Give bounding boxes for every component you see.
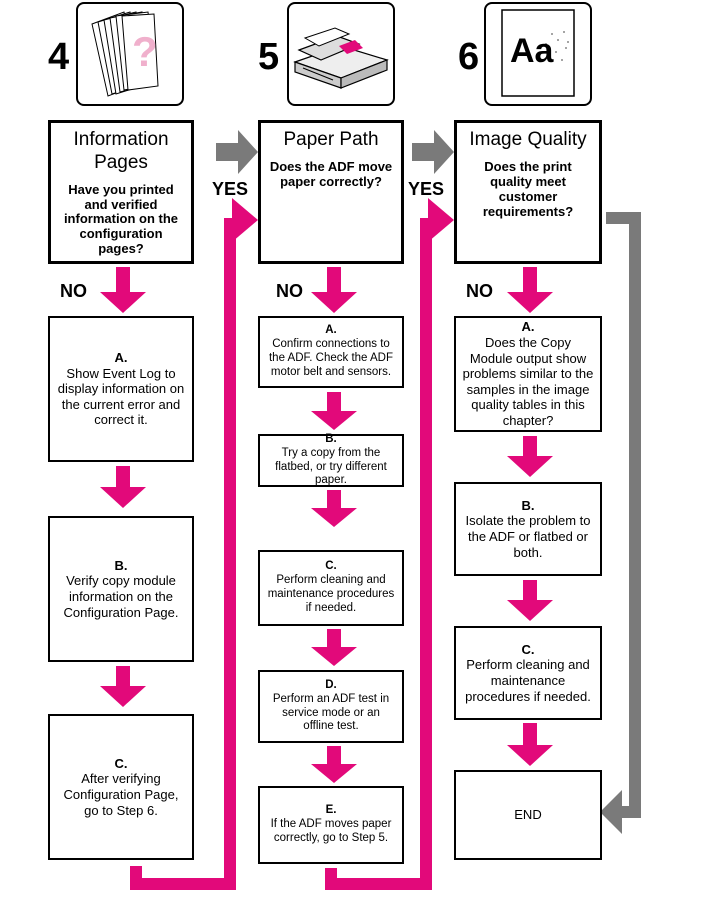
down-arrow-4bc bbox=[100, 666, 146, 707]
box-text: Isolate the problem to the ADF or flatbe… bbox=[465, 513, 591, 560]
step-number: 6 bbox=[458, 36, 480, 78]
down-arrow-5cd bbox=[311, 629, 357, 666]
box-label: C. bbox=[521, 641, 535, 657]
print-quality-sample-icon: Aa bbox=[484, 2, 592, 106]
step6-question-box: Image Quality Does the print quality mee… bbox=[454, 120, 602, 264]
box-label: C. bbox=[114, 755, 128, 771]
end-label: END bbox=[514, 807, 542, 823]
box-label: B. bbox=[114, 557, 128, 573]
step-title: Information Pages bbox=[73, 129, 169, 173]
step5-box-e: E. If the ADF moves paper correctly, go … bbox=[258, 786, 404, 864]
end-arrowhead bbox=[600, 790, 622, 834]
box-label: D. bbox=[325, 678, 337, 691]
step-question: Have you printed and verified informatio… bbox=[63, 181, 179, 257]
yes-path-step4-to-step5 bbox=[130, 218, 236, 890]
step-question: Does the ADF move paper correctly? bbox=[269, 158, 393, 189]
down-arrow-5ab bbox=[311, 392, 357, 430]
box-text: Try a copy from the flatbed, or try diff… bbox=[275, 446, 387, 487]
box-text: If the ADF moves paper correctly, go to … bbox=[270, 818, 392, 844]
step-number: 5 bbox=[258, 36, 280, 78]
next-step-arrow-6 bbox=[412, 130, 454, 174]
step-title: Image Quality bbox=[469, 129, 587, 150]
yes-path-step6-to-end bbox=[606, 212, 641, 818]
step-number: 4 bbox=[48, 36, 70, 78]
box-label: A. bbox=[521, 319, 535, 335]
yes-arrowhead-step6 bbox=[428, 198, 454, 242]
down-arrow-6bc bbox=[507, 580, 553, 621]
down-arrow-6ab bbox=[507, 436, 553, 477]
step6-box-b: B. Isolate the problem to the ADF or fla… bbox=[454, 482, 602, 576]
box-text: Verify copy module information on the Co… bbox=[63, 573, 179, 620]
step-question: Does the print quality meet customer req… bbox=[482, 158, 574, 219]
step4-box-b: B. Verify copy module information on the… bbox=[48, 516, 194, 662]
no-label: NO bbox=[466, 281, 493, 301]
step5-box-b: B. Try a copy from the flatbed, or try d… bbox=[258, 432, 404, 487]
down-arrow-5de bbox=[311, 746, 357, 783]
box-label: A. bbox=[325, 324, 337, 337]
stacked-pages-question-icon: ? bbox=[76, 2, 184, 106]
box-text: After verifying Configuration Page, go t… bbox=[63, 771, 179, 818]
box-label: B. bbox=[521, 497, 535, 513]
down-arrow-6c-end bbox=[507, 723, 553, 766]
step4-question-box: Information Pages Have you printed and v… bbox=[48, 120, 194, 264]
no-arrow-step4 bbox=[100, 267, 146, 313]
box-label: E. bbox=[325, 804, 337, 817]
step-title: Paper Path bbox=[283, 129, 379, 150]
no-label: NO bbox=[60, 281, 87, 301]
down-arrow-5bc bbox=[311, 490, 357, 527]
svg-text:?: ? bbox=[132, 28, 158, 75]
box-label: B. bbox=[325, 432, 337, 445]
next-step-arrow-5 bbox=[216, 130, 258, 174]
box-label: A. bbox=[114, 350, 128, 366]
yes-path-step5-to-step6 bbox=[325, 218, 432, 890]
step5-question-box: Paper Path Does the ADF move paper corre… bbox=[258, 120, 404, 264]
no-label: NO bbox=[276, 281, 303, 301]
step5-box-d: D. Perform an ADF test in service mode o… bbox=[258, 670, 404, 743]
box-text: Perform cleaning and maintenance procedu… bbox=[465, 657, 591, 704]
down-arrow-4ab bbox=[100, 466, 146, 508]
step6-box-c: C. Perform cleaning and maintenance proc… bbox=[454, 626, 602, 720]
box-text: Confirm connections to the ADF. Check th… bbox=[268, 338, 393, 378]
step4-box-a: A. Show Event Log to display information… bbox=[48, 316, 194, 462]
step5-box-a: A. Confirm connections to the ADF. Check… bbox=[258, 316, 404, 388]
yes-label: YES bbox=[212, 179, 249, 199]
yes-label: YES bbox=[408, 179, 445, 199]
box-text: Does the Copy Module output show problem… bbox=[462, 335, 594, 428]
end-box: END bbox=[454, 770, 602, 860]
box-label: C. bbox=[325, 560, 337, 573]
box-text: Perform cleaning and maintenance procedu… bbox=[267, 574, 395, 614]
step6-box-a: A. Does the Copy Module output show prob… bbox=[454, 316, 602, 432]
yes-arrowhead-step5 bbox=[232, 198, 258, 242]
box-text: Perform an ADF test in service mode or a… bbox=[272, 692, 390, 733]
step5-box-c: C. Perform cleaning and maintenance proc… bbox=[258, 550, 404, 626]
box-text: Show Event Log to display information on… bbox=[57, 365, 185, 428]
icon-sample-text: Aa bbox=[510, 32, 554, 70]
no-arrow-step5 bbox=[311, 267, 357, 313]
step4-box-c: C. After verifying Configuration Page, g… bbox=[48, 714, 194, 860]
scanner-adf-icon bbox=[287, 2, 395, 106]
no-arrow-step6 bbox=[507, 267, 553, 313]
